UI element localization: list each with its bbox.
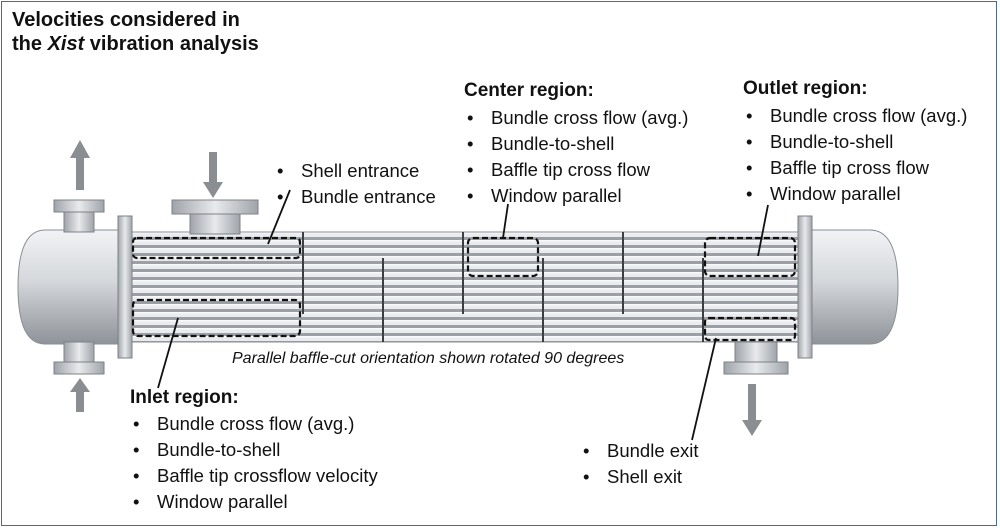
list-item: Bundle cross flow (avg.) (743, 103, 967, 129)
region-shell-bundle-entrance (131, 236, 302, 260)
inlet-region-heading: Inlet region: (130, 387, 239, 408)
title-line-1: Velocities considered in (12, 9, 240, 31)
entrance-list: Shell entrance Bundle entrance (274, 158, 436, 210)
figure-title: Velocities considered in the Xist vibrat… (12, 8, 259, 56)
left-tubesheet (117, 215, 133, 359)
list-item: Shell entrance (274, 158, 436, 184)
list-item: Bundle exit (580, 438, 699, 464)
list-item: Bundle cross flow (avg.) (130, 411, 378, 437)
list-item: Bundle-to-shell (464, 131, 688, 157)
shell-inlet-nozzle (171, 199, 259, 235)
list-item: Bundle entrance (274, 184, 436, 210)
list-item: Shell exit (580, 464, 699, 490)
title-suffix: vibration analysis (84, 33, 259, 55)
exit-list: Bundle exit Shell exit (580, 438, 699, 490)
region-exit (703, 316, 797, 342)
channel-bottom-nozzle (53, 341, 105, 375)
title-line-2: the Xist vibration analysis (12, 32, 259, 56)
list-item: Window parallel (743, 181, 967, 207)
list-item: Baffle tip cross flow (464, 157, 688, 183)
center-region-heading: Center region: (464, 80, 594, 101)
list-item: Bundle-to-shell (743, 129, 967, 155)
shell-outlet-nozzle (723, 341, 789, 375)
baffle-orientation-note: Parallel baffle-cut orientation shown ro… (232, 350, 625, 367)
outlet-region-heading: Outlet region: (743, 78, 868, 99)
list-item: Baffle tip cross flow (743, 155, 967, 181)
title-prefix: the (12, 33, 48, 55)
dashed-regions (131, 236, 797, 342)
list-item: Bundle cross flow (avg.) (464, 105, 688, 131)
arrow-up-channel-inlet-icon (70, 378, 90, 412)
center-region-list: Bundle cross flow (avg.) Bundle-to-shell… (464, 105, 688, 209)
arrow-up-outlet-icon (70, 140, 90, 190)
list-item: Bundle-to-shell (130, 437, 378, 463)
channel-top-nozzle (53, 199, 105, 233)
inlet-region-list: Bundle cross flow (avg.) Bundle-to-shell… (130, 411, 378, 515)
region-outlet (703, 236, 797, 278)
list-item: Window parallel (130, 489, 378, 515)
baffles (302, 232, 704, 342)
title-xist: Xist (47, 33, 85, 55)
left-channel-head (17, 229, 123, 345)
tube-bundle (129, 231, 803, 343)
right-tubesheet (797, 215, 813, 359)
arrow-down-shell-inlet-icon (203, 152, 223, 198)
arrow-down-shell-outlet-icon (742, 384, 762, 436)
outlet-region-list: Bundle cross flow (avg.) Bundle-to-shell… (743, 103, 967, 207)
right-channel-head (809, 229, 899, 345)
list-item: Baffle tip crossflow velocity (130, 463, 378, 489)
list-item: Window parallel (464, 183, 688, 209)
